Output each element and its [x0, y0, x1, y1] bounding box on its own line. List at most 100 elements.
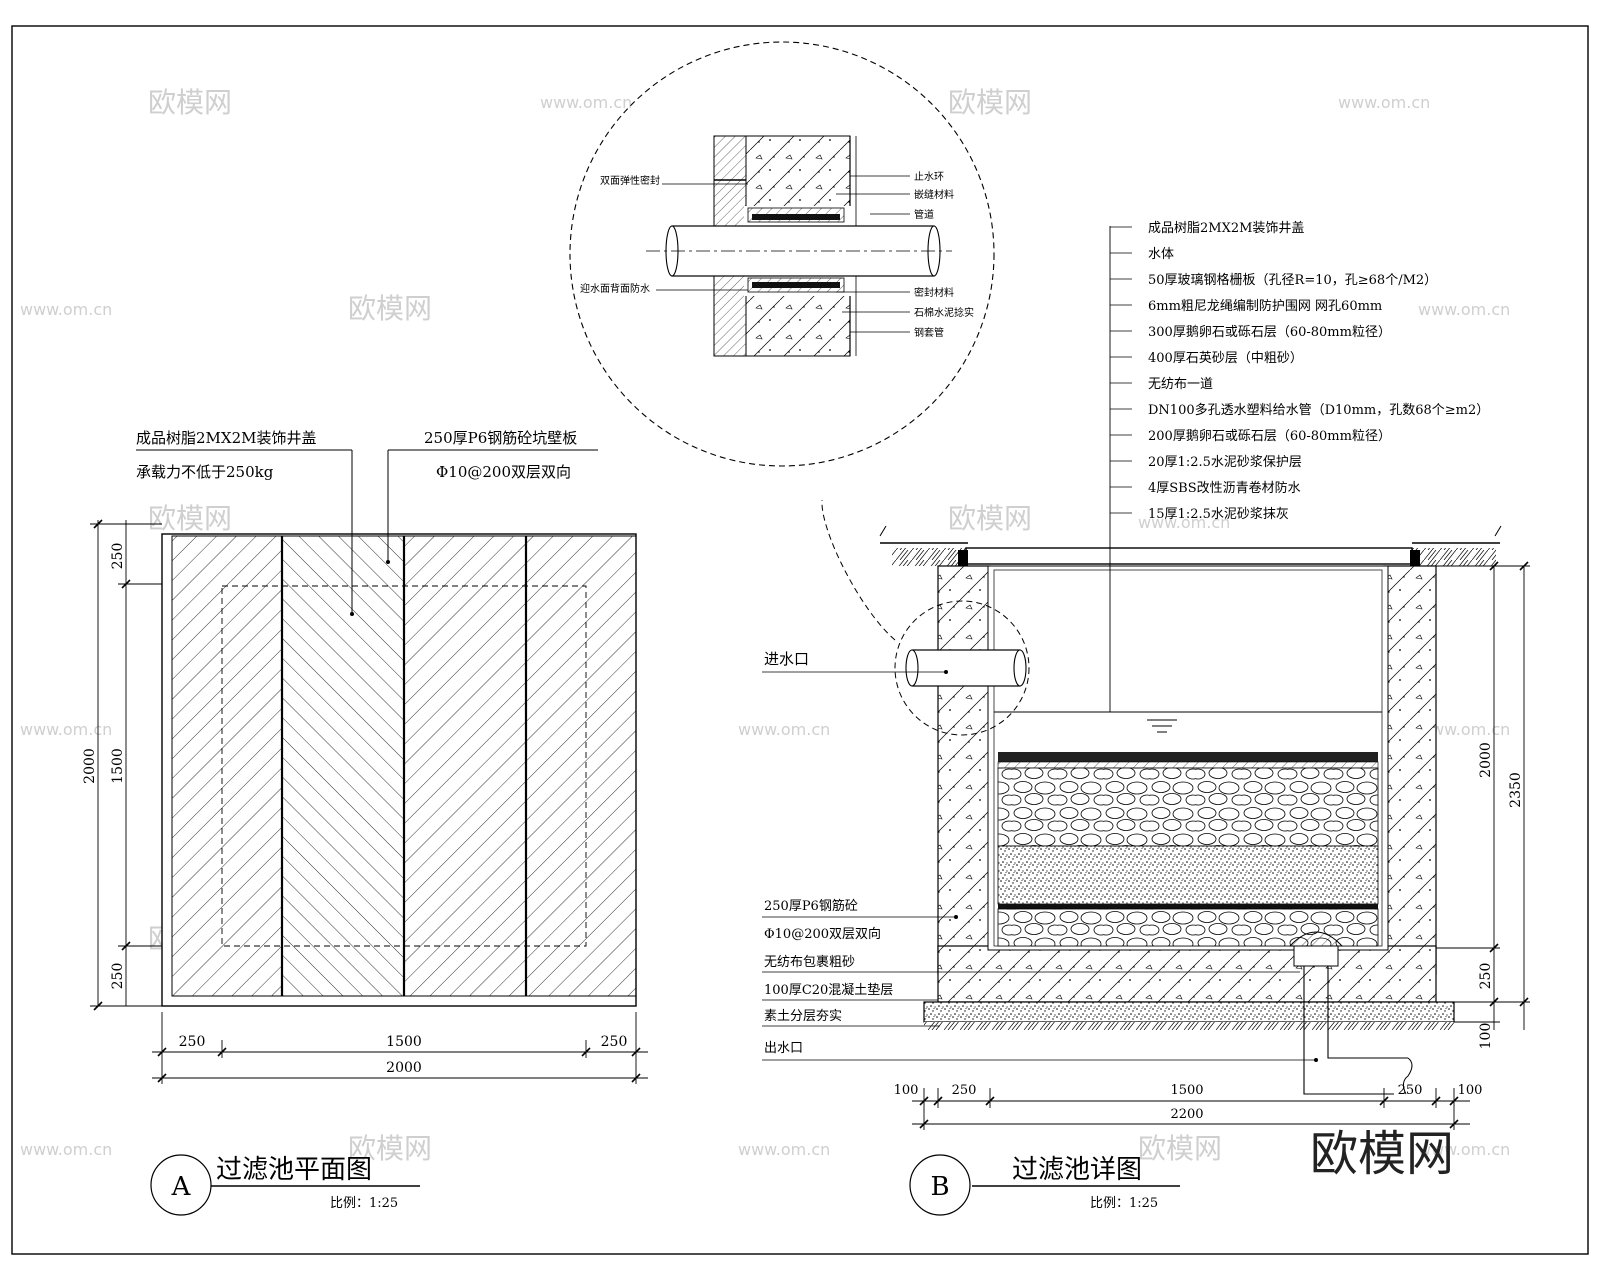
plan-badge — [150, 1154, 212, 1216]
watermark: www.om.cn — [1338, 93, 1430, 112]
section-dim-v-2350: 2350 — [1508, 772, 1524, 808]
watermark: 欧模网 — [348, 1132, 432, 1165]
cover-seat-left — [958, 550, 968, 568]
plan-badge-letter: A — [171, 1172, 192, 1202]
plan-inner-outline — [221, 585, 587, 947]
plan-title: 过滤池平面图 — [216, 1155, 372, 1185]
pebble-layer-upper — [997, 767, 1379, 847]
outlet-label: 出水口 — [764, 1041, 803, 1056]
layer-label: 成品树脂2MX2M装饰井盖 — [1148, 221, 1304, 236]
layer-label: DN100多孔透水塑料给水管（D10mm，孔数68个≥m2） — [1148, 402, 1489, 418]
section-title: 过滤池详图 — [1012, 1155, 1142, 1185]
concrete-cushion — [923, 1001, 1455, 1023]
watermark: 欧模网 — [948, 86, 1032, 119]
detail-callout-circle — [569, 41, 995, 467]
section-dims-vertical — [1436, 561, 1530, 1030]
plan-dim-v-mid: 1500 — [110, 748, 126, 784]
layer-label: 50厚玻璃钢格栅板（孔径R=10，孔≥68个/M2） — [1148, 272, 1437, 288]
detail-label-right: 钢套管 — [914, 326, 944, 339]
outlet-gravel-dome — [1288, 931, 1344, 947]
detail-label-right: 嵌缝材料 — [914, 188, 954, 201]
layer-label: 15厚1:2.5水泥砂浆抹灰 — [1148, 507, 1289, 522]
protective-net — [997, 761, 1379, 769]
layer-label: 400厚石英砂层（中粗砂） — [1148, 351, 1303, 366]
outlet-pipe — [1303, 966, 1394, 1095]
brand-logo: 欧模网 — [1310, 1126, 1454, 1182]
compacted-soil — [924, 1022, 1454, 1030]
inlet-pipe — [911, 649, 1021, 687]
section-badge-letter: B — [930, 1172, 949, 1202]
watermark: www.om.cn — [1418, 300, 1510, 319]
section-view: 成品树脂2MX2M装饰井盖 水体 50厚玻璃钢格栅板（孔径R=10，孔≥68个/… — [762, 221, 1530, 1216]
inlet-detail-circle — [894, 600, 1030, 736]
watermark: www.om.cn — [1138, 513, 1230, 532]
plan-wall-label: 250厚P6钢筋砼坑壁板 — [424, 429, 577, 447]
section-dim-v-250: 250 — [1478, 963, 1494, 990]
grating-board — [998, 752, 1378, 762]
plan-cover-label: 成品树脂2MX2M装饰井盖 — [136, 429, 316, 447]
section-dim-v-100: 100 — [1478, 1023, 1494, 1050]
section-wall-rebar: Φ10@200双层双向 — [764, 926, 881, 942]
detail-label-left-top: 双面弹性密封 — [600, 174, 660, 187]
section-wall-left — [937, 565, 991, 975]
soil-label: 素土分层夯实 — [764, 1009, 842, 1024]
watermark: www.om.cn — [738, 720, 830, 739]
section-scale: 比例：1:25 — [1090, 1196, 1158, 1211]
section-dim-v-2000: 2000 — [1478, 742, 1494, 778]
section-dim-h-1500: 1500 — [1170, 1083, 1203, 1098]
layer-label: 300厚鹅卵石或砾石层（60-80mm粒径） — [1148, 324, 1391, 340]
layer-label: 200厚鹅卵石或砾石层（60-80mm粒径） — [1148, 428, 1391, 444]
section-badge — [909, 1154, 971, 1216]
geotextile — [998, 904, 1378, 909]
detail-label-right: 石棉水泥捻实 — [914, 306, 974, 319]
plan-dims-horizontal — [152, 1012, 648, 1084]
watermark: www.om.cn — [20, 720, 112, 739]
pipe-penetration-detail: 双面弹性密封 迎水面背面防水 止水环 嵌缝材料 管道 密封材料 石棉水泥捻实 钢… — [569, 41, 995, 467]
section-base-slab — [937, 945, 1437, 1003]
watermark: www.om.cn — [20, 300, 112, 319]
layer-label-list — [1110, 226, 1132, 514]
section-wall-right — [1383, 565, 1437, 975]
cushion-label: 100厚C20混凝土垫层 — [764, 982, 893, 998]
plan-dim-v-bottom: 250 — [110, 963, 126, 990]
section-dims-horizontal — [912, 1088, 1470, 1130]
inlet-label: 进水口 — [764, 650, 809, 668]
plan-scale: 比例：1:25 — [330, 1196, 398, 1211]
plan-dim-h-mid: 1500 — [386, 1034, 422, 1050]
gravel-wrap-label: 无纺布包裹粗砂 — [764, 955, 855, 970]
watermark: www.om.cn — [20, 1140, 112, 1159]
detail-label-right: 密封材料 — [914, 286, 954, 299]
section-cover — [965, 547, 1413, 565]
plan-dim-h-total: 2000 — [386, 1060, 422, 1076]
layer-label: 无纺布一道 — [1148, 377, 1213, 392]
watermark: www.om.cn — [1418, 1140, 1510, 1159]
plan-view: 成品树脂2MX2M装饰井盖 承载力不低于250kg 250厚P6钢筋砼坑壁板 Φ… — [82, 429, 648, 1216]
detail-label-right: 止水环 — [914, 171, 944, 183]
watermark: www.om.cn — [738, 1140, 830, 1159]
section-dim-h-100-left: 100 — [894, 1083, 919, 1098]
watermark: 欧模网 — [1138, 1132, 1222, 1165]
section-dim-h-total: 2200 — [1170, 1107, 1203, 1122]
quartz-sand-layer — [997, 845, 1379, 905]
ground-left — [892, 548, 966, 566]
layer-label: 水体 — [1148, 247, 1174, 262]
plan-dim-h-left: 250 — [179, 1034, 206, 1050]
detail-label-right: 管道 — [914, 208, 934, 221]
plan-panel-3 — [403, 535, 527, 997]
layer-label: 6mm粗尼龙绳编制防护围网 网孔60mm — [1148, 298, 1382, 314]
section-dim-h-250-right: 250 — [1398, 1083, 1423, 1098]
plan-dims-vertical — [90, 519, 162, 1011]
watermark: 欧模网 — [148, 502, 232, 535]
drawing-border — [11, 25, 1589, 1255]
watermark: 欧模网 — [948, 502, 1032, 535]
plan-panel-2 — [281, 535, 405, 997]
section-wall-label: 250厚P6钢筋砼 — [764, 898, 858, 914]
plan-dim-v-total: 2000 — [82, 748, 98, 784]
watermark: 欧模网 — [148, 86, 232, 119]
watermark: 欧模网 — [348, 292, 432, 325]
plan-dim-h-right: 250 — [601, 1034, 628, 1050]
cover-seat-right — [1410, 550, 1420, 568]
plan-panel-1 — [171, 535, 283, 997]
plan-dim-v-top: 250 — [110, 543, 126, 570]
